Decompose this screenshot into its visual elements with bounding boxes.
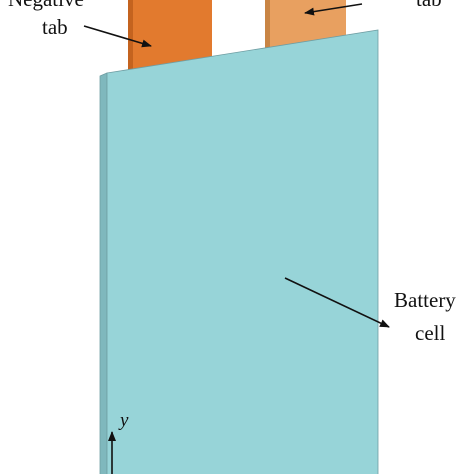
- negative-tab-face: [133, 0, 212, 71]
- positive-tab-face: [270, 0, 346, 47]
- negative-tab-label-line2: tab: [42, 15, 68, 39]
- negative-tab-side: [128, 0, 133, 73]
- battery-cell-arrow: [284, 277, 390, 328]
- y-axis-indicator: y: [108, 410, 129, 474]
- battery-cell-side: [99, 72, 108, 474]
- positive-tab: [265, 0, 346, 49]
- negative-tab-arrow: [83, 25, 152, 48]
- battery-cell: [99, 29, 379, 474]
- positive-tab-arrow: [304, 3, 363, 16]
- battery-cell-label-line1: Battery: [394, 288, 456, 312]
- positive-tab-label-line2: tab: [416, 0, 442, 11]
- negative-tab: [128, 0, 212, 73]
- y-axis-label: y: [118, 410, 129, 431]
- battery-cell-face: [106, 29, 379, 474]
- battery-cell-label-line2: cell: [415, 321, 445, 345]
- negative-tab-label-line1: Negative: [8, 0, 84, 11]
- positive-tab-side: [265, 0, 270, 49]
